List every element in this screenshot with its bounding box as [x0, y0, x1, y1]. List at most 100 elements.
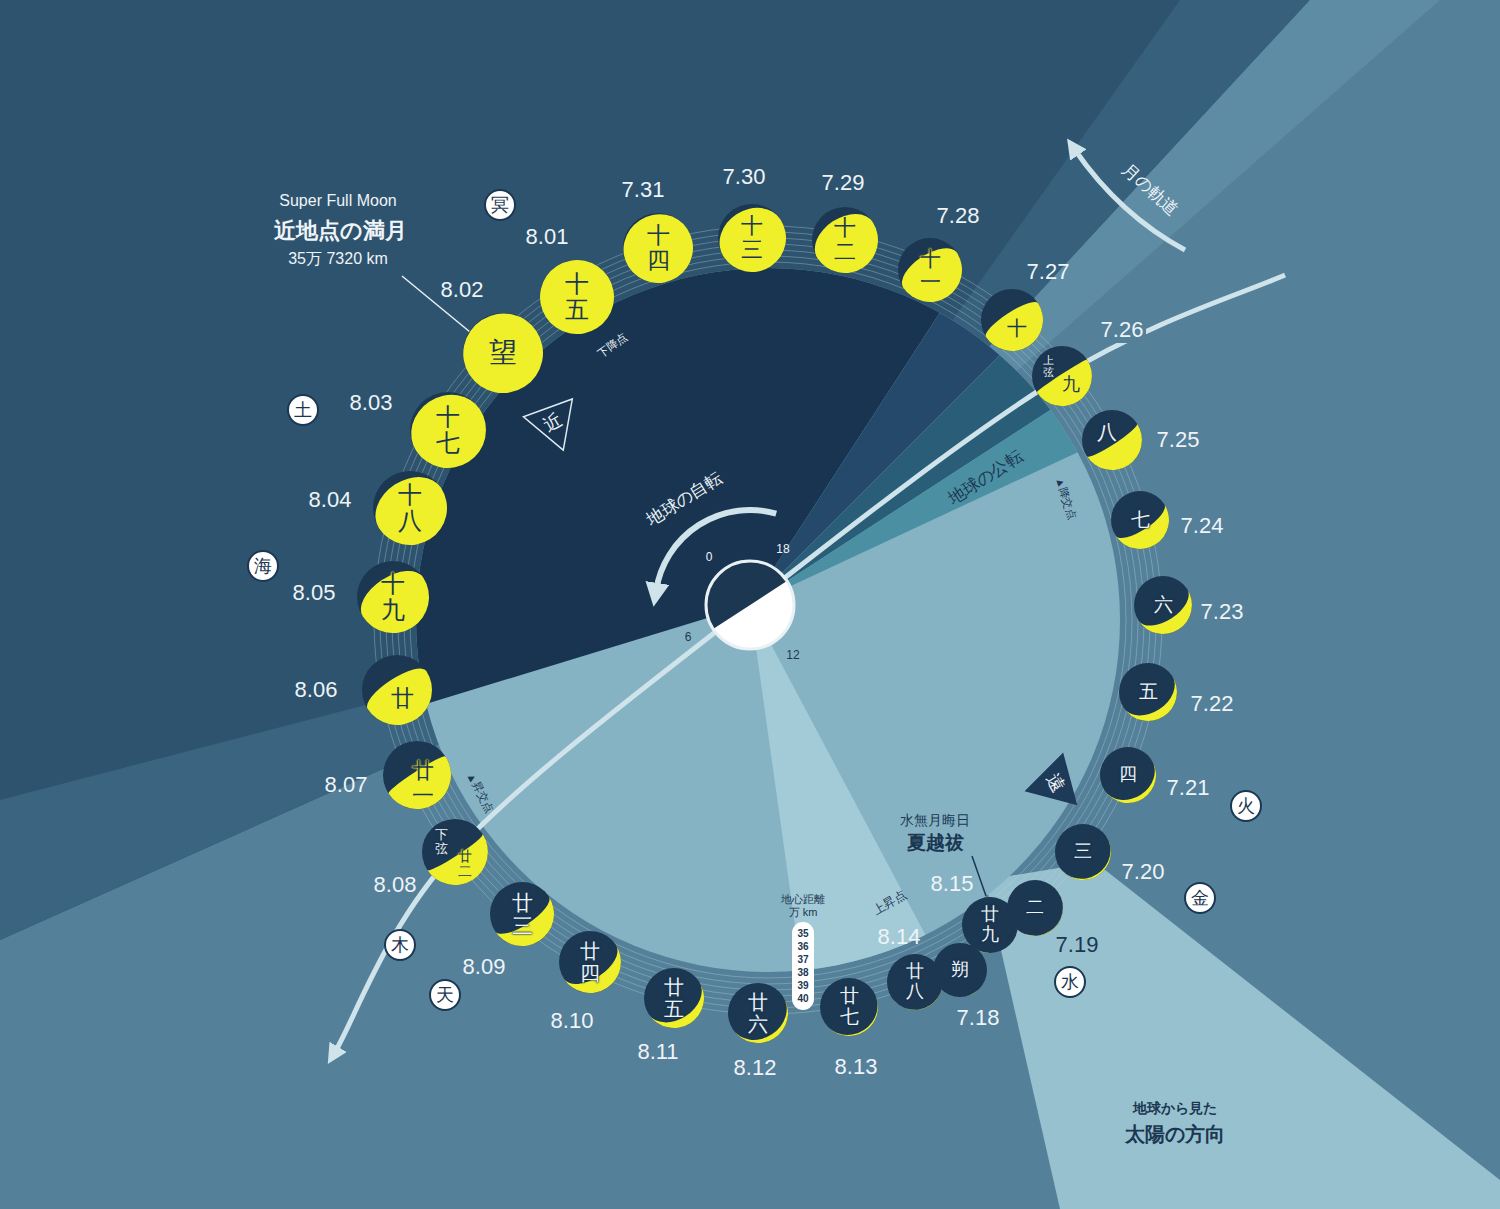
planet-badge: 冥 [483, 188, 517, 222]
date-label: 8.04 [309, 487, 352, 512]
date-label: 8.07 [325, 772, 368, 797]
moon-phase: 8.06廿 [362, 655, 432, 725]
earth-revolution-arrow [335, 275, 1285, 1052]
moon-phase: 8.01十五 [540, 260, 614, 334]
date-label: 8.02 [441, 277, 484, 302]
lunar-day: 六 [1154, 595, 1173, 616]
date-label: 7.29 [822, 170, 865, 195]
planet-mark: 海 [254, 556, 272, 577]
scale-values: 35 36 37 38 39 40 [795, 927, 811, 1005]
date-label: 8.11 [637, 1039, 678, 1064]
date-label: 7.25 [1157, 427, 1200, 452]
lunar-day: 廿八 [906, 962, 924, 1002]
moon-lit-side [1060, 837, 1122, 891]
lunar-day: 七 [1131, 510, 1150, 531]
date-label: 7.26 [1098, 317, 1147, 342]
leader-line [972, 856, 986, 896]
moon-lit-side [526, 246, 628, 348]
moon-phase: 7.23六 [1134, 576, 1192, 634]
lunar-day: 十三 [741, 214, 763, 262]
date-label: 8.15 [931, 871, 974, 896]
lunar-day: 十 [1007, 317, 1027, 339]
planet-badge: 金 [1183, 881, 1217, 915]
triangle-outline [1026, 747, 1088, 804]
annotation-label: 水無月晦日 [900, 812, 970, 828]
moon-lit-side [895, 240, 974, 315]
planet-badge: 水 [1053, 965, 1087, 999]
distance-scale: 地心距離 万 km 35 36 37 38 39 40 [773, 893, 833, 1010]
moon-lit-side [398, 381, 501, 483]
lunar-day: 十八 [398, 482, 422, 535]
moon-lit-side [1124, 676, 1188, 732]
apsis-mark: 近 [540, 409, 566, 436]
triangle-outline [523, 399, 587, 459]
date-label: 7.19 [1056, 932, 1099, 957]
moon-lit-side [937, 955, 997, 1007]
moon-phase: 7.24七 [1111, 491, 1169, 549]
annotation-label: 地球から見た [1133, 1100, 1217, 1116]
moon-phase: 7.19二 [1007, 880, 1063, 936]
annotation-label: 35万 7320 km [288, 250, 388, 268]
lunar-day: 望 [489, 338, 517, 369]
apsis-marker: 遠 [1025, 753, 1085, 813]
twilight-sector [750, 278, 1294, 605]
lunar-day: 三 [1074, 842, 1092, 862]
moon-lit-side [1105, 760, 1167, 814]
planet-mark: 土 [294, 400, 312, 421]
date-label: 7.24 [1181, 513, 1224, 538]
lunar-day: 廿五 [664, 976, 684, 1020]
planet-badge: 火 [1229, 789, 1263, 823]
badge-outline [430, 980, 460, 1010]
scale-heading: 地心距離 万 km [778, 893, 828, 918]
date-label: 7.27 [1027, 259, 1070, 284]
moon-phase: 8.08下弦廿二 [422, 819, 488, 885]
moon-phase: 8.10廿四 [559, 931, 621, 993]
date-label: 8.10 [551, 1008, 594, 1033]
moon-phase: 8.02望 [463, 313, 543, 393]
moon-lit-side [361, 661, 445, 738]
planet-mark: 冥 [491, 195, 509, 216]
moon-lit-side [982, 297, 1055, 363]
planet-mark: 木 [391, 935, 409, 956]
moon-phase: 7.21四 [1100, 747, 1156, 803]
planet-mark: 天 [436, 985, 454, 1006]
date-label: 7.18 [957, 1005, 1000, 1030]
lunar-day: 廿四 [580, 940, 600, 984]
quarter-mark: 下弦 [435, 828, 448, 857]
moon-phase: 7.22五 [1119, 663, 1177, 721]
apsis-marker: 近 [523, 392, 583, 452]
moon-phase: 8.13廿七 [820, 978, 878, 1036]
lunar-day: 十二 [834, 216, 856, 264]
date-label: 8.06 [295, 677, 338, 702]
planet-badge: 天 [428, 978, 462, 1012]
lunar-day: 廿三 [512, 891, 533, 937]
badge-outline [248, 551, 278, 581]
moon-orbit-arrow [1075, 150, 1185, 250]
annotation-label: Super Full Moon [279, 192, 396, 210]
planet-mark: 火 [1237, 796, 1255, 817]
badge-outline [1055, 967, 1085, 997]
moon-lit-side [448, 298, 558, 408]
date-label: 8.12 [734, 1055, 777, 1080]
date-label: 8.08 [374, 872, 417, 897]
date-label: 7.20 [1122, 859, 1165, 884]
moon-phase: 8.11廿五 [644, 968, 704, 1028]
moon-dark-side [962, 897, 1018, 953]
moon-phase: 7.31十四 [623, 213, 693, 283]
lunar-day: 十四 [647, 223, 670, 274]
planet-badge: 土 [286, 393, 320, 427]
lunar-day: 八 [1097, 421, 1117, 443]
moon-phase: 7.29十二 [812, 207, 878, 273]
planet-mark: 金 [1191, 888, 1209, 909]
lunar-day: 十一 [920, 247, 941, 293]
sun-direction-wedge [985, 862, 1500, 1209]
annotation-label: 太陽の方向 [1125, 1123, 1225, 1146]
annotation-label: 18 [776, 543, 789, 557]
lunar-day: 十五 [565, 271, 589, 324]
moon-dark-side [933, 943, 987, 997]
moon-phase: 7.30十三 [718, 204, 786, 272]
lunar-day: 十九 [381, 571, 405, 624]
moon-phase: 7.27十 [981, 289, 1043, 351]
earth-outline [706, 561, 794, 649]
